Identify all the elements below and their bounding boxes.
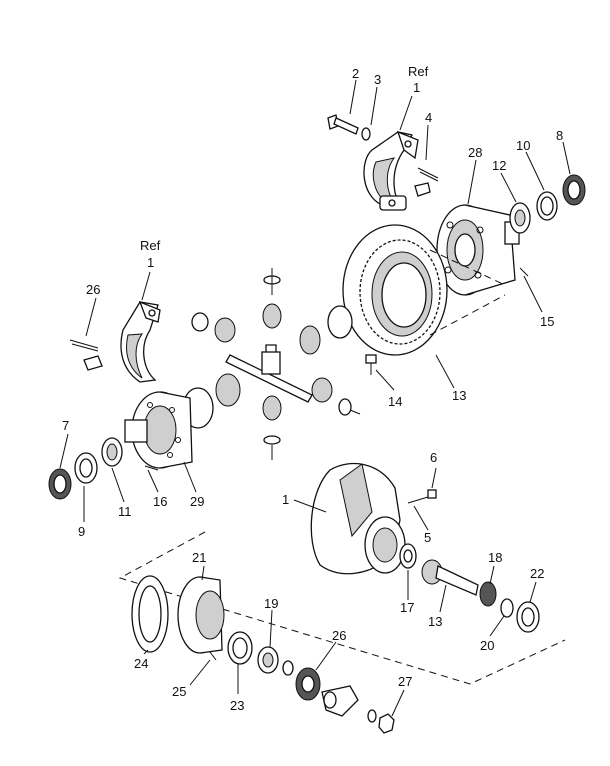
shim-gasket-24 [131,575,169,653]
label-12: 12 [492,158,506,173]
bolt-2 [327,114,359,135]
label-3: 3 [374,72,381,87]
label-7: 7 [62,418,69,433]
adjuster-8 [562,174,586,206]
label-29: 29 [190,494,204,509]
oil-seal-26 [295,667,321,701]
bolt-25 [209,651,217,661]
carrier-housing-1 [310,463,406,575]
bearing-cup-10 [536,191,558,221]
label-8: 8 [556,128,563,143]
label-28: 28 [468,145,482,160]
label-20: 20 [480,638,494,653]
label-ref-top-1: 1 [413,80,420,95]
spider-cross [225,344,313,403]
spacer-20 [500,598,514,618]
pinion-cage-21 [177,576,225,654]
bolt-15 [519,267,529,277]
label-14: 14 [388,394,402,409]
bearing-cup-23 [227,631,253,665]
drive-pinion-13 [421,559,479,596]
dashed-outline [118,531,566,685]
label-16: 16 [153,494,167,509]
label-10: 10 [516,138,530,153]
label-ref-top: Ref [408,64,429,79]
bearing-18 [479,581,497,607]
cotter-pin-4 [414,167,439,197]
label-17: 17 [400,600,414,615]
nut-6 [427,489,437,499]
label-11: 11 [118,504,132,519]
cotter-pin-26 [69,339,103,371]
label-13-pinion: 13 [428,614,442,629]
label-24: 24 [134,656,148,671]
washer-lower [367,709,377,723]
callout-labels: Ref 1 2 3 4 28 12 10 8 Ref 1 26 15 14 13… [62,64,563,713]
bolt-14 [365,354,377,375]
label-ref-left: Ref [140,238,161,253]
ring-gear-13 [342,224,506,356]
label-9: 9 [78,524,85,539]
label-25: 25 [172,684,186,699]
leader-lines [59,79,571,717]
spacer-washer [282,660,294,676]
label-1-housing: 1 [282,492,289,507]
bearing-cone-19 [257,646,279,674]
bearing-cup-9 [74,452,98,484]
bearing-cap-upper [363,130,419,211]
adjuster-7 [48,468,72,500]
bearing-cone-12 [509,202,531,234]
stud-5 [407,496,429,504]
label-21: 21 [192,550,206,565]
label-26-lower: 26 [332,628,346,643]
differential-case-half-28 [436,204,520,296]
bearing-17 [399,543,417,569]
bearing-cone-11 [101,437,123,467]
bolt-16 [144,465,159,471]
label-13-ring: 13 [452,388,466,403]
yoke-flange [321,685,359,717]
differential-case-half-29 [124,391,193,469]
label-19: 19 [264,596,278,611]
nut-27 [378,713,395,734]
label-5: 5 [424,530,431,545]
label-2: 2 [352,66,359,81]
label-26-upper: 26 [86,282,100,297]
bearing-cap-left [120,300,161,383]
label-27: 27 [398,674,412,689]
label-23: 23 [230,698,244,713]
label-22: 22 [530,566,544,581]
label-4: 4 [425,110,432,125]
label-15: 15 [540,314,554,329]
label-18: 18 [488,550,502,565]
label-6: 6 [430,450,437,465]
bearing-cup-22 [516,601,540,633]
washer-3 [361,127,371,141]
label-ref-left-1: 1 [147,255,154,270]
